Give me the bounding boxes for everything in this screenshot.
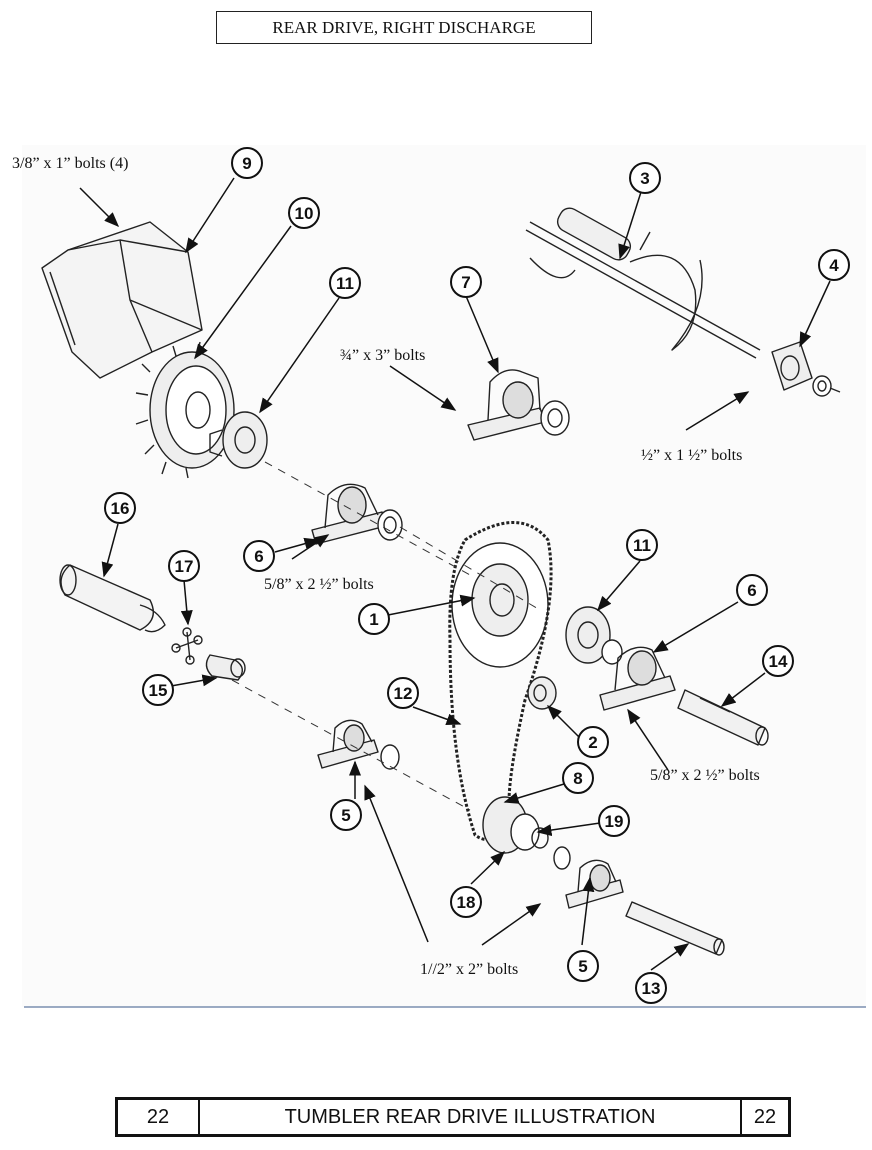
callout-circle bbox=[450, 886, 482, 918]
coupling-hub-right-drawing bbox=[565, 606, 623, 665]
callout-number: 4 bbox=[829, 256, 839, 275]
callout-5: 5 bbox=[567, 950, 599, 982]
note-bolts-5-8-right: 5/8” x 2 ½” bolts bbox=[650, 767, 760, 784]
callout-7: 7 bbox=[450, 266, 482, 298]
callout-6: 6 bbox=[243, 540, 275, 572]
callout-number: 14 bbox=[769, 652, 788, 671]
callout-number: 6 bbox=[254, 547, 263, 566]
footer-page-number-right: 22 bbox=[740, 1100, 788, 1134]
callout-circle bbox=[577, 726, 609, 758]
callout-circle bbox=[762, 645, 794, 677]
callout-number: 9 bbox=[242, 154, 251, 173]
note-bolts-3-4-x-3: ¾” x 3” bolts bbox=[340, 347, 425, 364]
drive-shaft-14-drawing bbox=[677, 689, 769, 746]
callout-circle bbox=[142, 674, 174, 706]
callout-number: 18 bbox=[457, 893, 476, 912]
callout-circle bbox=[598, 805, 630, 837]
note-bolts-3-8-x-1: 3/8” x 1” bolts (4) bbox=[12, 155, 128, 172]
callout-number: 11 bbox=[633, 536, 651, 555]
callout-5: 5 bbox=[330, 799, 362, 831]
large-sprocket-1-drawing bbox=[451, 542, 549, 668]
discharge-chute-drawing bbox=[41, 221, 203, 379]
callout-16: 16 bbox=[104, 492, 136, 524]
callout-number: 16 bbox=[111, 499, 130, 518]
callout-number: 6 bbox=[747, 581, 756, 600]
callout-10: 10 bbox=[288, 197, 320, 229]
callout-circle bbox=[243, 540, 275, 572]
callout-1: 1 bbox=[358, 603, 390, 635]
note-bolts-1-2-x-2: 1//2” x 2” bolts bbox=[420, 961, 518, 978]
callout-circle bbox=[288, 197, 320, 229]
callout-11: 11 bbox=[626, 529, 658, 561]
footer-page-number-left: 22 bbox=[118, 1100, 200, 1134]
callout-number: 1 bbox=[369, 610, 378, 629]
callout-19: 19 bbox=[598, 805, 630, 837]
callout-circle bbox=[567, 950, 599, 982]
pillow-block-bearing-7-drawing bbox=[467, 369, 570, 441]
callout-17: 17 bbox=[168, 550, 200, 582]
footer-title: TUMBLER REAR DRIVE ILLUSTRATION bbox=[284, 1105, 656, 1128]
page-footer: 22 TUMBLER REAR DRIVE ILLUSTRATION 22 bbox=[115, 1097, 791, 1137]
callout-11: 11 bbox=[329, 267, 361, 299]
callout-2: 2 bbox=[577, 726, 609, 758]
callout-circle bbox=[562, 762, 594, 794]
callout-circle bbox=[818, 249, 850, 281]
callout-9: 9 bbox=[231, 147, 263, 179]
callout-14: 14 bbox=[762, 645, 794, 677]
callout-circle bbox=[450, 266, 482, 298]
sprocket-wheel-drawing bbox=[135, 341, 235, 479]
callout-number: 8 bbox=[573, 769, 582, 788]
callout-8: 8 bbox=[562, 762, 594, 794]
callout-number: 2 bbox=[588, 733, 597, 752]
shaft-sleeve-16-drawing bbox=[59, 564, 166, 633]
callout-number: 19 bbox=[605, 812, 624, 831]
callout-13: 13 bbox=[635, 972, 667, 1004]
callout-circle bbox=[736, 574, 768, 606]
callout-18: 18 bbox=[450, 886, 482, 918]
callout-circle bbox=[231, 147, 263, 179]
callout-circle bbox=[626, 529, 658, 561]
callout-6: 6 bbox=[736, 574, 768, 606]
callout-number: 5 bbox=[578, 957, 587, 976]
coupling-hub-top-drawing bbox=[209, 411, 268, 469]
callout-number: 11 bbox=[336, 274, 354, 293]
callout-circle bbox=[635, 972, 667, 1004]
callout-circle bbox=[358, 603, 390, 635]
universal-joint-17-drawing bbox=[171, 627, 203, 665]
yoke-15-drawing bbox=[205, 654, 246, 681]
page-title: REAR DRIVE, RIGHT DISCHARGE bbox=[216, 11, 592, 44]
note-bolts-5-8-left: 5/8” x 2 ½” bolts bbox=[264, 576, 374, 593]
callout-number: 17 bbox=[175, 557, 194, 576]
callout-circle bbox=[104, 492, 136, 524]
pillow-block-6-right-drawing bbox=[599, 646, 676, 711]
callout-15: 15 bbox=[142, 674, 174, 706]
callout-circle bbox=[629, 162, 661, 194]
callout-number: 12 bbox=[394, 684, 413, 703]
small-sprocket-assembly-drawing bbox=[482, 796, 549, 854]
flange-bearing-4-drawing bbox=[771, 341, 841, 397]
note-bolts-1-2-x-1-1-2: ½” x 1 ½” bolts bbox=[641, 447, 742, 464]
callout-4: 4 bbox=[818, 249, 850, 281]
callout-3: 3 bbox=[629, 162, 661, 194]
auger-shaft-drawing bbox=[525, 207, 761, 359]
callout-number: 13 bbox=[642, 979, 661, 998]
callout-circle bbox=[168, 550, 200, 582]
callout-number: 15 bbox=[149, 681, 168, 700]
shaft-13-drawing bbox=[625, 901, 725, 956]
callout-number: 10 bbox=[295, 204, 314, 223]
callout-number: 5 bbox=[341, 806, 350, 825]
callout-circle bbox=[329, 267, 361, 299]
pillow-block-5-left-drawing bbox=[317, 719, 400, 770]
callout-circle bbox=[330, 799, 362, 831]
callout-number: 3 bbox=[640, 169, 649, 188]
callout-circle bbox=[387, 677, 419, 709]
pillow-block-5-right-drawing bbox=[553, 846, 624, 909]
spacer-2-drawing bbox=[527, 676, 557, 710]
callout-12: 12 bbox=[387, 677, 419, 709]
callout-number: 7 bbox=[461, 273, 470, 292]
